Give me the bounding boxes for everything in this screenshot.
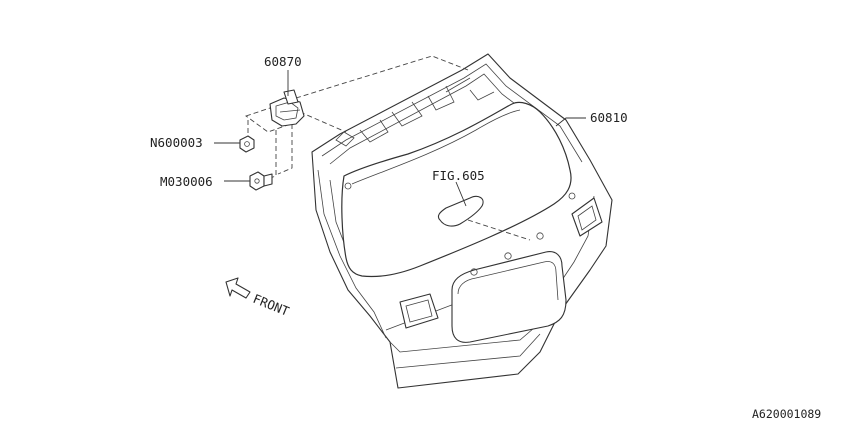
mount-hole-icon	[470, 268, 478, 276]
left-lamp-recess	[399, 293, 439, 329]
license-plate-recess	[451, 232, 567, 343]
hinge-part	[269, 89, 305, 127]
label-gate: 60810	[590, 110, 628, 125]
bolt-part	[249, 171, 273, 191]
label-front: FRONT	[251, 291, 292, 319]
nut-part	[239, 135, 255, 153]
right-lamp-recess	[571, 197, 603, 237]
diagram-id: A620001089	[752, 407, 821, 421]
mount-hole-icon	[536, 232, 544, 240]
rear-window	[341, 101, 572, 278]
label-figref: FIG.605	[432, 168, 485, 183]
mount-hole-icon	[504, 252, 512, 260]
label-nut: N600003	[150, 135, 203, 150]
label-bolt: M030006	[160, 174, 213, 189]
upper-frame-detail	[335, 131, 576, 200]
front-arrow-icon	[225, 277, 251, 299]
figref-part	[437, 195, 484, 227]
leader-lines	[214, 70, 586, 207]
label-hinge: 60870	[264, 54, 302, 69]
